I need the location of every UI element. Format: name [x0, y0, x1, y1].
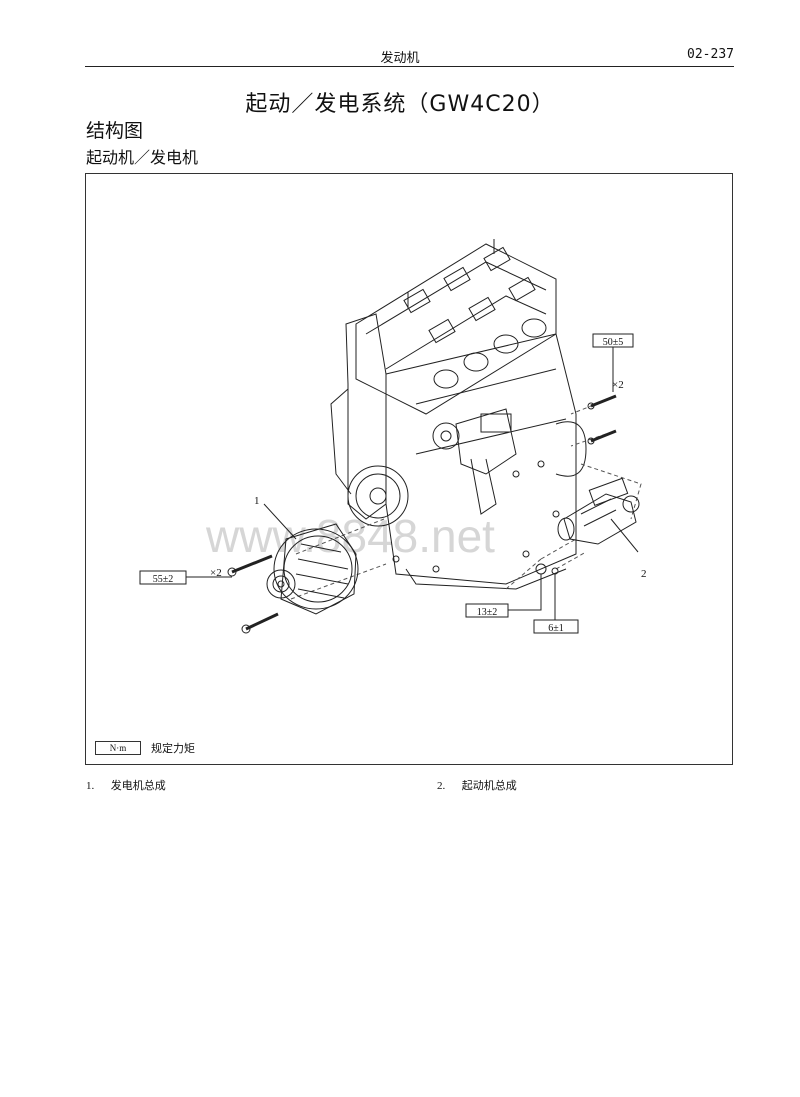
header-rule [85, 66, 734, 67]
caption-text: 发电机总成 [110, 780, 166, 792]
alternator-bolt-upper [227, 554, 273, 577]
torque-label-starter-nut-large: 13±2 [477, 607, 498, 618]
watermark: www.8848.net [205, 510, 495, 562]
caption-number: 1. [86, 780, 95, 792]
structure-figure: www.8848.net [85, 173, 733, 765]
exploded-diagram: www.8848.net [139, 239, 647, 634]
torque-label-starter-bolts: 50±5 [603, 337, 624, 348]
caption-number: 2. [437, 780, 446, 792]
torque-legend: N·m 规定力矩 [95, 740, 195, 756]
header-section: 发动机 [380, 51, 420, 66]
legend-unit-box: N·m [95, 741, 141, 755]
alternator-illustration [266, 523, 359, 615]
guide-lines [290, 399, 642, 600]
starter-bolt-upper [587, 394, 617, 410]
caption-2: 2. 起动机总成 [437, 777, 517, 793]
callout-2: 2 [641, 568, 647, 580]
subsection-heading: 起动机／发电机 [86, 148, 199, 167]
alternator-bolt-lower [241, 612, 279, 634]
torque-label-alternator-bolts: 55±2 [153, 574, 174, 585]
starter-illustration [557, 477, 640, 545]
starter-bolt-lower [587, 429, 617, 445]
callout-1: 1 [254, 495, 260, 507]
qty-alternator-bolts: ×2 [210, 567, 222, 579]
caption-text: 起动机总成 [461, 780, 517, 792]
legend-text: 规定力矩 [151, 742, 195, 755]
page-title: 起动／发电系统（GW4C20） [245, 92, 555, 117]
page-code: 02-237 [687, 47, 734, 62]
torque-label-starter-nut-small: 6±1 [548, 623, 564, 634]
caption-1: 1. 发电机总成 [86, 777, 166, 793]
section-heading: 结构图 [86, 120, 144, 142]
qty-starter-bolts: ×2 [612, 379, 624, 391]
engine-block-illustration [330, 239, 587, 590]
